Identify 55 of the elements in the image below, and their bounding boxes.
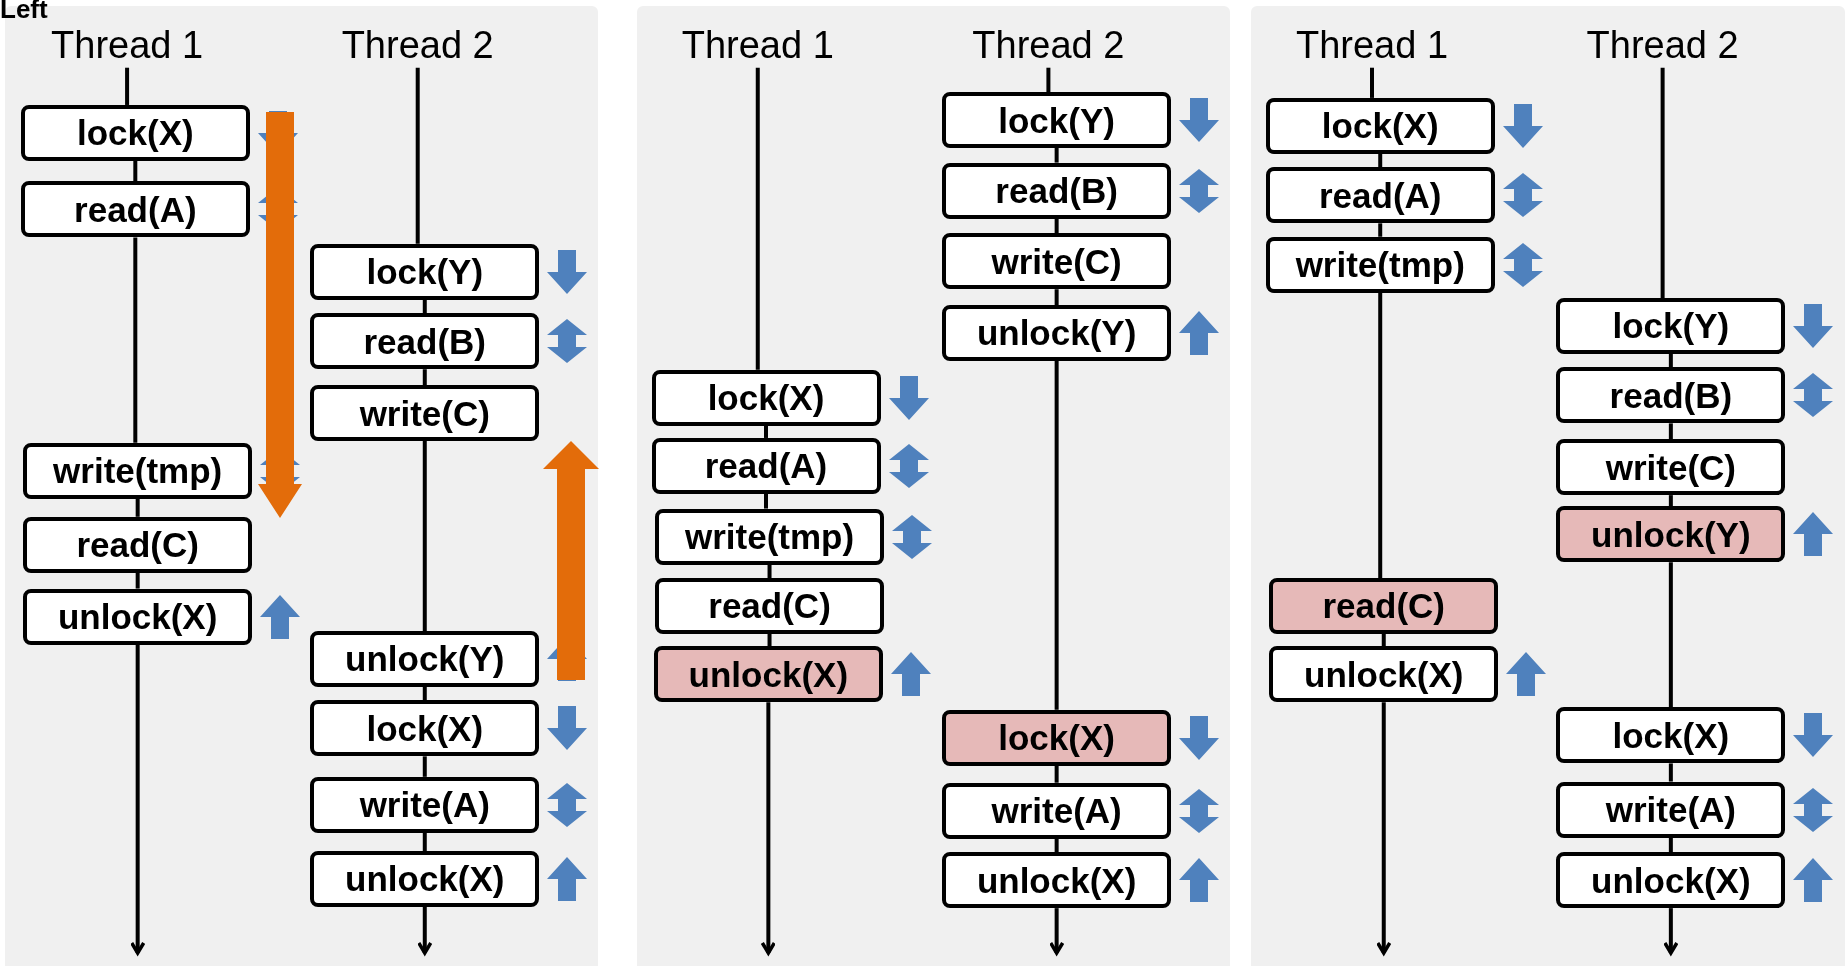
timeline-line — [764, 493, 768, 509]
timeline-line — [767, 564, 772, 578]
timeline-line — [417, 906, 433, 955]
operation-box: read(C) — [655, 577, 885, 634]
timeline-line — [1046, 67, 1051, 92]
timeline-line — [1378, 223, 1383, 237]
timeline-line — [422, 369, 427, 385]
thread-header: Thread 1 — [32, 21, 223, 68]
timeline-line — [125, 67, 130, 105]
operation-box: write(C) — [1556, 439, 1786, 496]
timeline-line — [1376, 702, 1392, 955]
timeline-line — [1378, 153, 1383, 168]
timeline-line — [1381, 634, 1386, 647]
thread-header: Thread 2 — [953, 21, 1144, 68]
operation-box: read(C) — [1269, 577, 1499, 634]
timeline-line — [1668, 763, 1673, 782]
timeline-line — [422, 441, 427, 631]
timeline-line — [1054, 289, 1059, 305]
timeline-line — [755, 67, 760, 370]
timeline-line — [422, 832, 427, 851]
thread-header: Thread 2 — [322, 21, 513, 68]
timeline-line — [764, 425, 768, 438]
timeline-line — [422, 299, 427, 314]
timeline-line — [1370, 67, 1374, 98]
timeline-line — [1054, 218, 1059, 234]
timeline-line — [1660, 67, 1665, 298]
timeline-line — [1054, 148, 1059, 163]
timeline-line — [422, 686, 427, 701]
thread-header: Thread 1 — [1276, 21, 1467, 68]
timeline-line — [135, 572, 140, 589]
panel-label: Left — [0, 0, 48, 22]
operation-box: write(C) — [942, 233, 1172, 290]
timeline-line — [760, 702, 777, 955]
timeline-line — [133, 160, 138, 182]
operation-box: read(C) — [23, 516, 253, 573]
thread-header: Thread 2 — [1567, 21, 1758, 68]
timeline-line — [1668, 562, 1673, 708]
timeline-line — [1668, 495, 1673, 507]
timeline-line — [1668, 353, 1673, 368]
timeline-line — [1668, 837, 1673, 853]
timeline-line — [1668, 423, 1673, 440]
thread-header: Thread 1 — [662, 21, 853, 68]
timeline-line — [1048, 908, 1065, 955]
timeline-line — [1054, 765, 1059, 783]
timeline-line — [1378, 292, 1383, 578]
timeline-line — [767, 634, 772, 647]
timeline-line — [133, 237, 138, 443]
timeline-line — [415, 67, 420, 244]
timeline-line — [1663, 908, 1679, 955]
timeline-line — [422, 756, 427, 777]
operation-box: write(C) — [310, 385, 540, 441]
timeline-line — [1054, 838, 1059, 853]
timeline-line — [135, 498, 140, 517]
timeline-line — [129, 644, 146, 955]
timeline-line — [1054, 361, 1059, 710]
